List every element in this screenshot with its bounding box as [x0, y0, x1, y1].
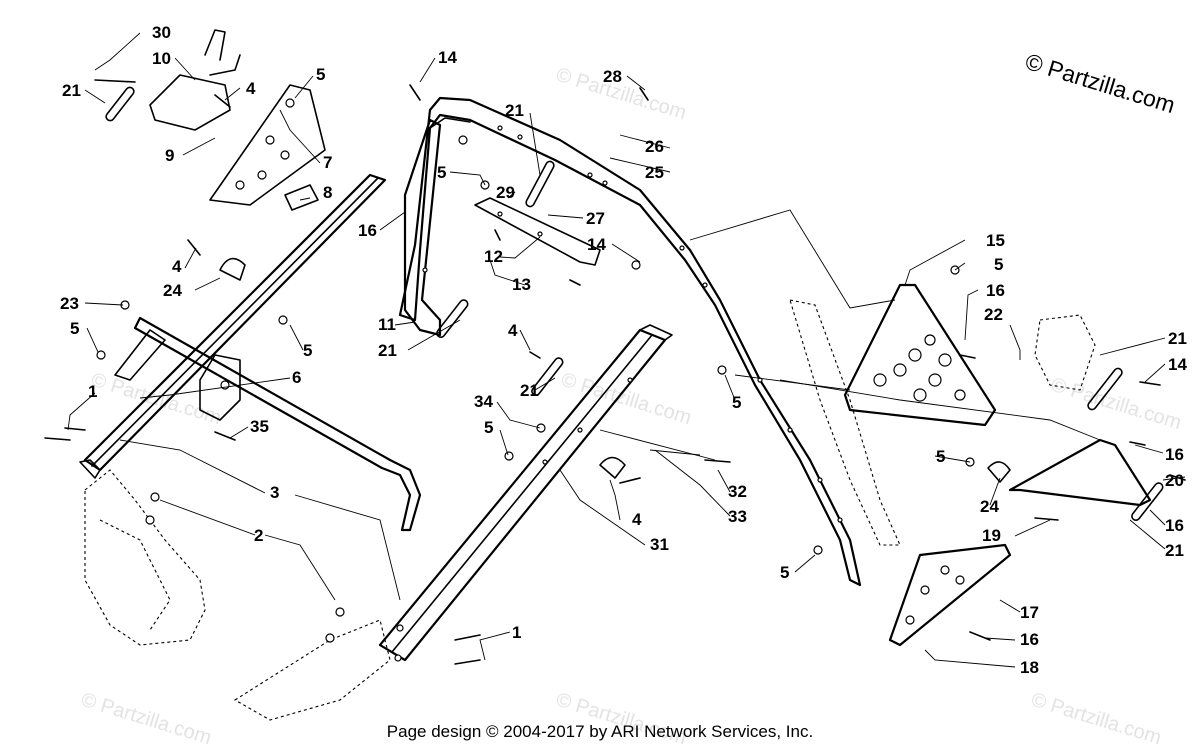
callout-16: 16 — [1165, 445, 1184, 464]
callout-24: 24 — [163, 281, 182, 300]
callout-4: 4 — [246, 79, 256, 98]
callout-24: 24 — [980, 497, 999, 516]
left-post — [403, 118, 442, 337]
callout-21: 21 — [62, 81, 81, 100]
callout-5: 5 — [70, 319, 79, 338]
main-frame-arch — [398, 96, 862, 587]
callout-22: 22 — [984, 305, 1003, 324]
callout-5: 5 — [303, 341, 312, 360]
watermark-text: © Partzilla.com — [559, 369, 694, 429]
callout-16: 16 — [986, 281, 1005, 300]
callout-23: 23 — [60, 294, 79, 313]
leader-lines — [67, 32, 1186, 668]
callout-5: 5 — [484, 418, 493, 437]
callout-26: 26 — [645, 137, 664, 156]
callout-5: 5 — [732, 393, 741, 412]
callout-15: 15 — [986, 231, 1005, 250]
callout-19: 19 — [982, 526, 1001, 545]
callout-30: 30 — [152, 23, 171, 42]
callout-1: 1 — [512, 623, 521, 642]
callout-9: 9 — [165, 146, 174, 165]
callout-7: 7 — [323, 153, 332, 172]
watermark-text: © Partzilla.com — [1049, 374, 1184, 434]
callout-34: 34 — [474, 392, 493, 411]
diagonal-rail — [378, 324, 673, 662]
bracket-12 — [474, 197, 601, 266]
callout-14: 14 — [587, 235, 606, 254]
callout-32: 32 — [728, 482, 747, 501]
callout-21: 21 — [378, 341, 397, 360]
callout-8: 8 — [323, 183, 332, 202]
callout-14: 14 — [1168, 355, 1187, 374]
callout-3: 3 — [270, 483, 279, 502]
right-bracket-20 — [1008, 438, 1152, 507]
callout-21: 21 — [520, 381, 539, 400]
callout-18: 18 — [1020, 658, 1039, 677]
callout-29: 29 — [496, 183, 515, 202]
clamps — [219, 257, 1011, 483]
callout-2: 2 — [254, 526, 263, 545]
right-plate-15 — [843, 283, 997, 427]
callout-5: 5 — [780, 563, 789, 582]
callout-25: 25 — [645, 163, 664, 182]
callout-13: 13 — [512, 275, 531, 294]
background-watermarks: © Partzilla.com © Partzilla.com © Partzi… — [79, 64, 1184, 749]
straps — [105, 86, 1164, 521]
footer-copyright: Page design © 2004-2017 by ARI Network S… — [386, 722, 814, 741]
callout-4: 4 — [508, 321, 518, 340]
callout-6: 6 — [292, 368, 301, 387]
callout-33: 33 — [728, 507, 747, 526]
right-dashed-post — [789, 299, 901, 546]
callout-28: 28 — [603, 67, 622, 86]
callout-16: 16 — [1165, 516, 1184, 535]
callout-1: 1 — [88, 382, 97, 401]
bumper-bar — [114, 316, 422, 532]
callout-27: 27 — [586, 209, 605, 228]
callout-20: 20 — [1165, 471, 1184, 490]
mounting-plate — [209, 84, 326, 211]
hardware — [44, 79, 1186, 665]
callout-4: 4 — [632, 510, 642, 529]
callout-16: 16 — [358, 221, 377, 240]
callout-31: 31 — [650, 535, 669, 554]
callout-5: 5 — [936, 447, 945, 466]
callout-labels: 30 10 21 4 5 9 7 8 16 14 28 21 26 25 5 2… — [60, 23, 1187, 677]
callout-11: 11 — [378, 315, 396, 334]
callout-5: 5 — [437, 163, 446, 182]
module-22 — [1034, 314, 1096, 391]
callout-16: 16 — [1020, 630, 1039, 649]
lower-left-frame — [84, 469, 391, 721]
watermark-text: © Partzilla.com — [89, 369, 224, 429]
lower-right-plate-17 — [888, 543, 1012, 647]
callout-21: 21 — [505, 101, 524, 120]
callout-4: 4 — [172, 257, 182, 276]
callout-10: 10 — [152, 49, 171, 68]
callout-5: 5 — [994, 255, 1003, 274]
callout-14: 14 — [438, 48, 457, 67]
upper-left-rail — [79, 173, 387, 479]
callout-21: 21 — [1165, 541, 1184, 560]
callout-35: 35 — [250, 417, 269, 436]
controller-module — [149, 29, 241, 131]
callout-17: 17 — [1020, 603, 1039, 622]
callout-21: 21 — [1168, 329, 1187, 348]
callout-5: 5 — [316, 65, 325, 84]
callout-12: 12 — [484, 247, 503, 266]
